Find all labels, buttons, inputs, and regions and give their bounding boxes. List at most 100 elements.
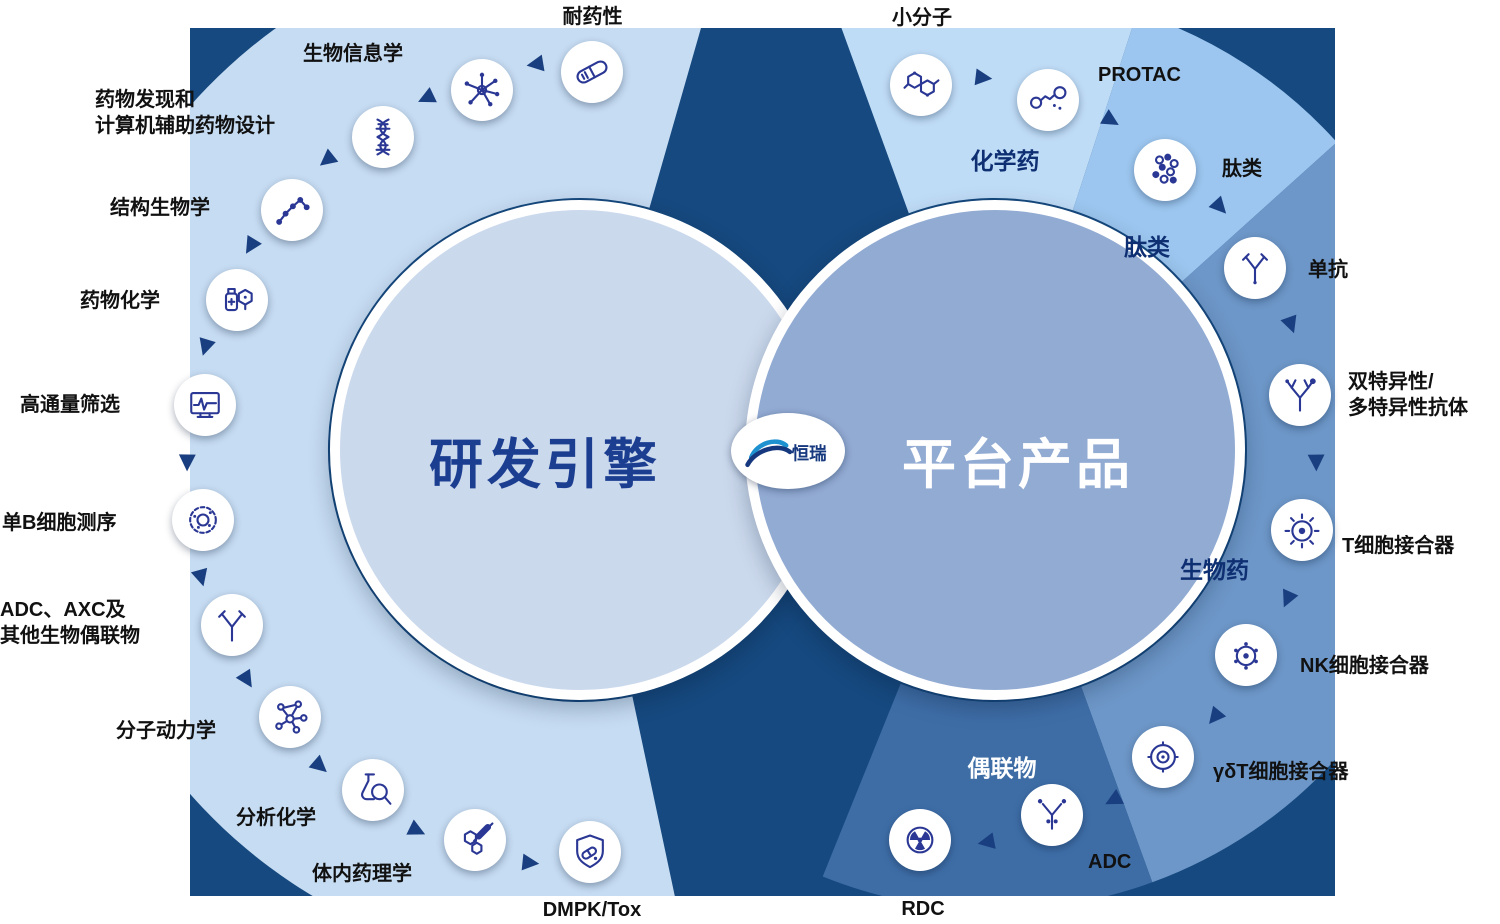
flow-arrow-icon: ▶ bbox=[235, 232, 266, 261]
node-label: PROTAC bbox=[1098, 64, 1181, 86]
protac-linker-icon bbox=[1029, 86, 1067, 110]
node-label: 药物化学 bbox=[80, 290, 160, 312]
flow-arrow-icon: ▶ bbox=[520, 848, 541, 876]
hengrui-logo-text: 恒瑞 bbox=[792, 443, 827, 463]
diagram-node bbox=[201, 594, 263, 656]
diagram-node bbox=[172, 489, 234, 551]
diagram-node bbox=[559, 821, 621, 883]
diagram-node bbox=[889, 809, 951, 871]
diagram-node bbox=[259, 686, 321, 748]
node-label: 药物发现和 计算机辅助药物设计 bbox=[95, 89, 275, 137]
flow-arrow-icon: ▶ bbox=[1277, 313, 1307, 338]
node-label: T细胞接合器 bbox=[1342, 535, 1455, 557]
flow-arrow-icon: ▶ bbox=[1205, 192, 1236, 222]
flow-arrow-icon: ▶ bbox=[974, 829, 997, 858]
diagram-node bbox=[1215, 624, 1277, 686]
platform-products-circle bbox=[745, 200, 1245, 700]
node-label: ADC、AXC及 其他生物偶联物 bbox=[0, 599, 140, 647]
diagram-node bbox=[1271, 499, 1333, 561]
network-icon bbox=[464, 72, 500, 107]
flow-arrow-icon: ▶ bbox=[312, 146, 342, 177]
node-label: DMPK/Tox bbox=[542, 899, 642, 921]
flow-arrow-icon: ▶ bbox=[974, 63, 994, 90]
chemistry-flask-icon bbox=[224, 287, 253, 312]
node-label: 分析化学 bbox=[236, 807, 316, 829]
diagram-node bbox=[342, 759, 404, 821]
sector-label-biologics: 生物药 bbox=[1180, 557, 1249, 583]
flow-arrow-icon: ▶ bbox=[1199, 703, 1230, 733]
node-label: 单B细胞测序 bbox=[2, 512, 117, 534]
node-label: 体内药理学 bbox=[312, 863, 412, 885]
node-label: NK细胞接合器 bbox=[1300, 655, 1429, 677]
flow-arrow-icon: ▶ bbox=[413, 83, 440, 114]
diagram-node bbox=[451, 59, 513, 121]
antibody-icon bbox=[218, 610, 246, 642]
sector-label-peptides: 肽类 bbox=[1124, 234, 1170, 260]
node-label: 结构生物学 bbox=[110, 197, 210, 219]
flow-arrow-icon: ▶ bbox=[188, 566, 217, 590]
node-label: 生物信息学 bbox=[303, 43, 403, 65]
flow-arrow-icon: ▶ bbox=[1099, 786, 1126, 817]
sector-label-conjugates: 偶联物 bbox=[967, 755, 1037, 781]
t-cell-engager-icon bbox=[1284, 513, 1320, 549]
flow-arrow-icon: ▶ bbox=[404, 814, 431, 845]
diagram-node bbox=[1021, 784, 1083, 846]
diagram-node bbox=[1132, 726, 1194, 788]
flow-arrow-icon: ▶ bbox=[1273, 586, 1304, 613]
flow-arrow-icon: ▶ bbox=[1304, 454, 1330, 472]
node-label: ADC bbox=[1088, 851, 1132, 873]
bispecific-antibody-icon bbox=[1285, 378, 1316, 412]
node-label: 肽类 bbox=[1222, 158, 1262, 180]
node-label: 高通量筛选 bbox=[20, 394, 120, 416]
diagram-node bbox=[1224, 237, 1286, 299]
rdc-icon bbox=[906, 826, 934, 854]
diagram-node bbox=[174, 374, 236, 436]
protein-chain-icon bbox=[276, 196, 310, 225]
flask-magnifier-icon bbox=[361, 773, 392, 805]
diagram-node bbox=[890, 54, 952, 116]
left-circle-title: 研发引擎 bbox=[429, 435, 661, 495]
sector-peptide-band bbox=[1072, 28, 1335, 282]
hengrui-logo-mark: 恒瑞 bbox=[745, 439, 827, 468]
nk-cell-engager-icon bbox=[1234, 642, 1258, 670]
diagram-node bbox=[561, 41, 623, 103]
node-label: 分子动力学 bbox=[116, 720, 216, 742]
flow-arrow-icon: ▶ bbox=[306, 750, 336, 781]
adc-icon bbox=[1037, 799, 1067, 830]
right-circle-title: 平台产品 bbox=[902, 435, 1134, 495]
flow-arrow-icon: ▶ bbox=[175, 454, 201, 472]
cell-icon bbox=[189, 506, 217, 534]
dna-icon bbox=[375, 118, 391, 156]
diagram-node bbox=[1134, 139, 1196, 201]
diagram-node bbox=[206, 269, 268, 331]
node-label: 小分子 bbox=[892, 7, 952, 29]
diagram-node bbox=[444, 809, 506, 871]
antibody-y-icon bbox=[1242, 253, 1268, 285]
flow-arrow-icon: ▶ bbox=[232, 666, 263, 694]
diagram-node bbox=[1269, 364, 1331, 426]
diagram-node bbox=[261, 179, 323, 241]
node-label: 双特异性/ 多特异性抗体 bbox=[1348, 371, 1468, 419]
diagram-node bbox=[1017, 69, 1079, 131]
shield-pill-icon bbox=[576, 834, 604, 869]
gamma-delta-t-engager-icon bbox=[1147, 741, 1179, 773]
node-label: RDC bbox=[901, 898, 945, 920]
screening-machine-icon bbox=[190, 392, 220, 418]
node-label: 耐药性 bbox=[562, 6, 623, 28]
sector-label-chemical-drugs: 化学药 bbox=[970, 148, 1040, 174]
node-label: γδT细胞接合器 bbox=[1213, 761, 1349, 783]
diagram-node bbox=[352, 106, 414, 168]
molecule-network-icon bbox=[275, 700, 308, 734]
node-label: 单抗 bbox=[1308, 259, 1348, 281]
sector-biologic-band bbox=[1081, 143, 1335, 883]
syringe-molecule-icon bbox=[463, 822, 494, 855]
flow-arrow-icon: ▶ bbox=[1098, 104, 1126, 135]
flow-arrow-icon: ▶ bbox=[524, 51, 546, 79]
flow-arrow-icon: ▶ bbox=[191, 336, 220, 361]
pill-icon bbox=[576, 60, 608, 84]
small-molecule-icon bbox=[903, 71, 940, 97]
peptide-icon bbox=[1152, 153, 1179, 184]
band-left-band bbox=[190, 28, 701, 896]
